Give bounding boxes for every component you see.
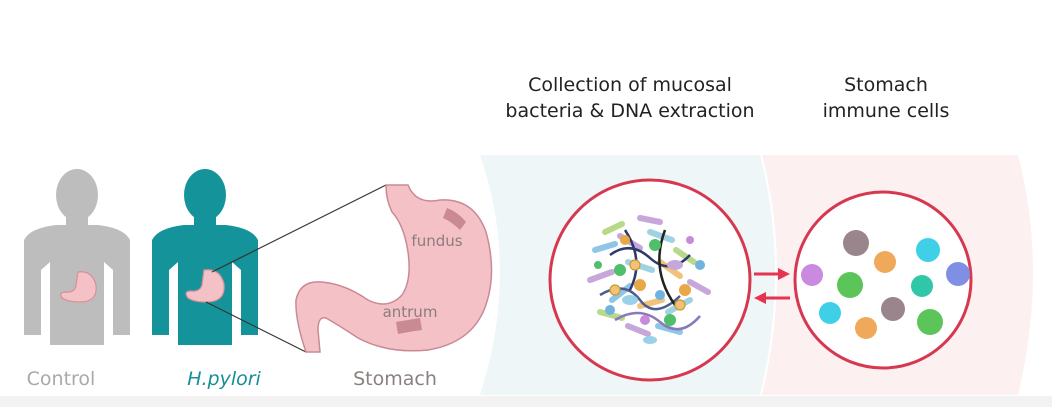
zoom-line-bottom: [205, 301, 307, 353]
immune-cells: [801, 230, 970, 339]
hpylori-stomach-icon: [185, 269, 225, 303]
fundus-label: fundus: [411, 232, 462, 250]
fundus-patch: [443, 208, 466, 230]
immune-header-line1: Stomach: [844, 74, 928, 96]
immune-header-line2: immune cells: [823, 100, 950, 122]
immune-cell: [819, 302, 841, 324]
bacteria-spiky: [609, 259, 686, 311]
bidirectional-arrows-icon: [754, 268, 790, 304]
control-label: Control: [27, 368, 96, 390]
bacteria-cluster: [587, 215, 711, 344]
immune-cell: [916, 238, 940, 262]
control-body-silhouette: [24, 169, 130, 345]
stomach-label: Stomach: [353, 368, 437, 390]
control-stomach-icon: [60, 271, 97, 303]
immune-cell: [801, 264, 823, 286]
immune-cell: [881, 297, 905, 321]
bottom-strip: [0, 396, 1052, 407]
collection-header-line1: Collection of mucosal: [528, 74, 732, 96]
immune-cell: [911, 275, 933, 297]
stomach-illustration: [295, 184, 493, 353]
immune-cell: [837, 272, 863, 298]
antrum-label: antrum: [383, 303, 438, 321]
antrum-patch: [396, 318, 422, 334]
bacteria-sample-circle: [548, 178, 752, 382]
immune-cell: [874, 251, 896, 273]
immune-cell: [843, 230, 869, 256]
collection-header-line2: bacteria & DNA extraction: [505, 100, 754, 122]
zoom-line-top: [211, 184, 387, 273]
bacteria-cocci: [594, 235, 705, 344]
hpylori-label: H.pylori: [187, 368, 261, 390]
immune-cell: [917, 309, 943, 335]
immune-cell: [855, 317, 877, 339]
immune-cell: [946, 262, 970, 286]
